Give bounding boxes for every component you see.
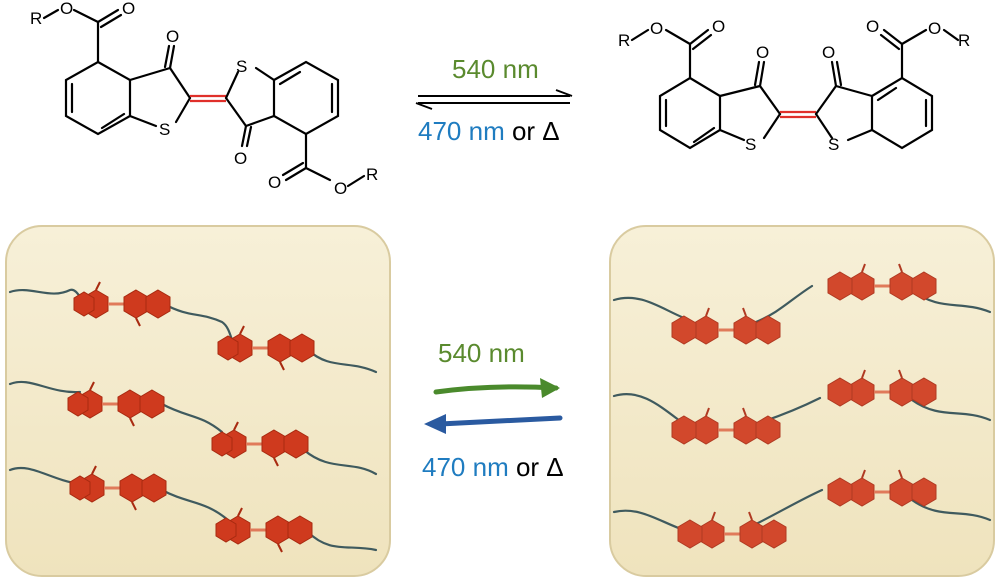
polymer-chain — [910, 398, 992, 422]
atom-o-label: O — [650, 19, 663, 38]
polymer-chain — [162, 302, 234, 342]
polymer-chain — [8, 380, 82, 394]
molecule-e-isomer: R O O S O S O — [30, 0, 378, 198]
polymer-chain — [160, 402, 224, 434]
atom-s-label: S — [159, 120, 170, 139]
reverse-label-or-delta: or Δ — [509, 452, 564, 482]
atom-o-label: O — [60, 0, 73, 18]
atom-o-label: O — [122, 0, 135, 18]
atom-s-label: S — [745, 135, 756, 154]
polymer-panel-e — [5, 225, 391, 577]
forward-arrow — [433, 384, 559, 395]
polymer-chain — [612, 296, 686, 320]
atom-r-label: R — [618, 31, 630, 50]
forward-arrowhead — [540, 378, 560, 398]
polymer-chain — [306, 530, 378, 552]
polymer-chain — [302, 448, 378, 476]
forward-label-540: 540 nm — [452, 54, 539, 84]
molecule-z-isomer: R O O O S O S O O — [618, 17, 970, 154]
atom-o-label: O — [756, 43, 769, 62]
atom-o-label: O — [166, 27, 179, 46]
atom-o-label: O — [928, 19, 941, 38]
bottom-equilibrium-arrows: 540 nm 470 nm or Δ — [422, 338, 564, 482]
reverse-arrowhead — [424, 414, 446, 434]
top-equilibrium-arrows: 540 nm 470 nm or Δ — [415, 54, 573, 146]
atom-r-label: R — [958, 31, 970, 50]
reverse-label-or-delta: or Δ — [505, 116, 560, 146]
forward-label-540: 540 nm — [438, 338, 525, 368]
atom-o-label: O — [822, 43, 835, 62]
reverse-label-470: 470 nm — [418, 116, 505, 146]
atom-o-label: O — [866, 17, 879, 36]
atom-o-label: O — [712, 17, 725, 36]
atom-r-label: R — [30, 9, 42, 28]
polymer-chain — [612, 393, 686, 426]
atom-o-label: O — [334, 179, 347, 198]
reverse-label: 470 nm or Δ — [422, 452, 564, 482]
polymer-chain — [910, 498, 992, 522]
atom-o-label: O — [268, 173, 281, 192]
reverse-label: 470 nm or Δ — [418, 116, 560, 146]
polymer-chain — [612, 509, 686, 532]
atom-o-label: O — [234, 149, 247, 168]
reverse-label-470: 470 nm — [422, 452, 509, 482]
atom-s-label: S — [828, 135, 839, 154]
polymer-chain — [754, 488, 824, 526]
atom-s-label: S — [236, 57, 247, 76]
polymer-chain — [160, 488, 230, 522]
reverse-arrow — [437, 415, 563, 427]
polymer-panel-z — [609, 225, 995, 577]
atom-r-label: R — [366, 165, 378, 184]
